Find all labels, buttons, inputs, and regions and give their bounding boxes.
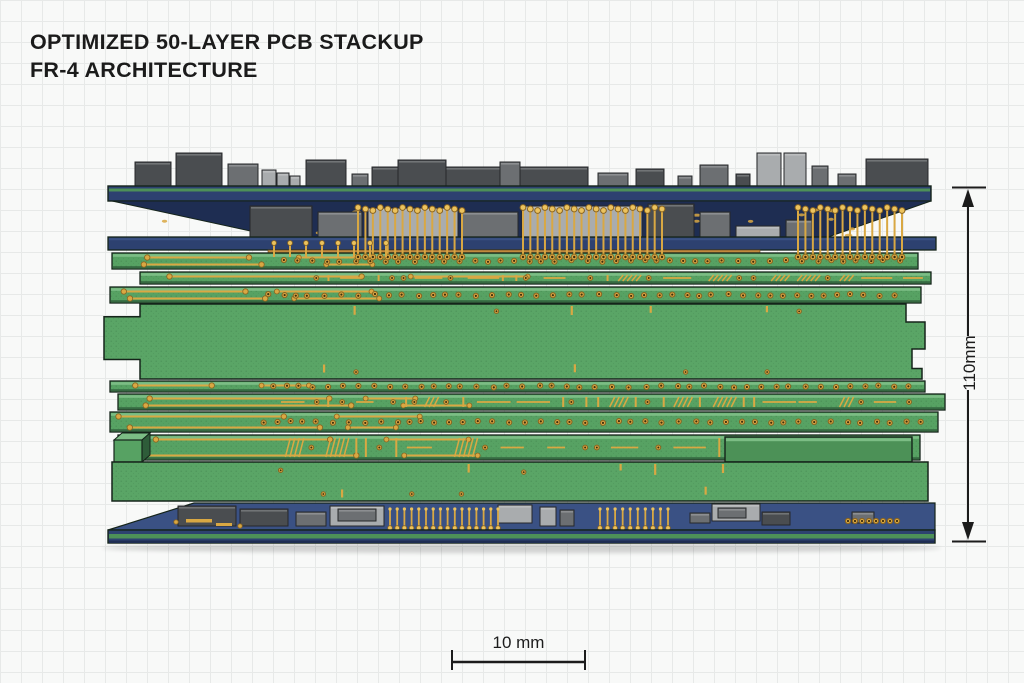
upper-core-slab [103, 303, 926, 380]
height-dimension-label: 110mm [960, 335, 979, 390]
top-assembly-board [107, 152, 932, 251]
signal-layer-6 [109, 411, 939, 433]
lower-core-slab [111, 461, 929, 502]
signal-layer-5 [117, 393, 946, 411]
signal-layer-1 [111, 252, 919, 270]
title-line-1: OPTIMIZED 50-LAYER PCB STACKUP [30, 30, 424, 54]
diagram-title: OPTIMIZED 50-LAYER PCB STACKUP FR-4 ARCH… [30, 28, 424, 84]
bottom-assembly-board [102, 502, 941, 553]
arrow-down-icon [962, 522, 974, 540]
stiffener-block [724, 436, 913, 463]
arrow-up-icon [962, 189, 974, 207]
signal-layer-2 [139, 271, 932, 285]
scale-bar: 10 mm [451, 633, 586, 670]
height-dimension-annotation: 110mm [952, 186, 986, 543]
signal-layer-3 [109, 286, 922, 304]
title-line-2: FR-4 ARCHITECTURE [30, 58, 258, 82]
bga-pin-field [271, 204, 906, 261]
scale-bar-label: 10 mm [493, 633, 545, 652]
pcb-stack [102, 152, 946, 553]
signal-layer-4 [109, 380, 926, 393]
